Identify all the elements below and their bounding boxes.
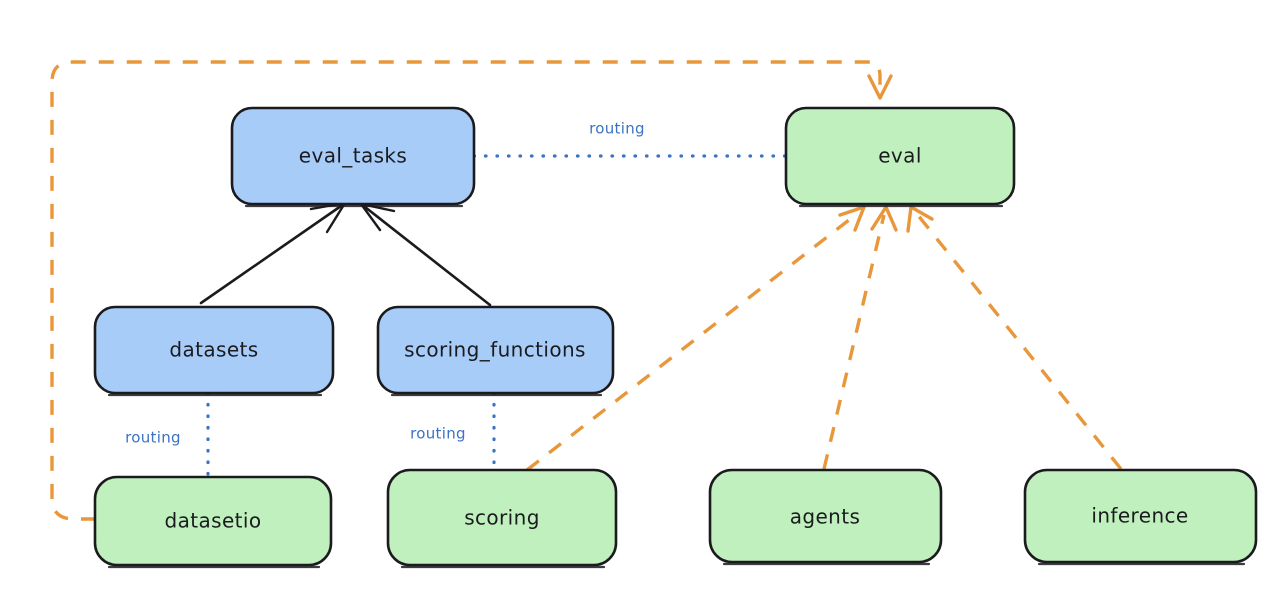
edge-agents-eval-line	[822, 214, 886, 470]
node-scoring_functions[interactable]: scoring_functions	[376, 305, 615, 397]
edge-scoring_functions-eval_tasks	[358, 202, 492, 307]
node-datasets[interactable]: datasets	[93, 305, 335, 397]
node-inference[interactable]: inference	[1023, 468, 1258, 566]
node-datasets-box	[93, 305, 335, 395]
node-agents[interactable]: agents	[708, 468, 943, 566]
routing-edges-group	[206, 154, 788, 479]
node-eval[interactable]: eval	[784, 106, 1016, 208]
nodes-group: eval_tasks eval datasets scoring_functio…	[93, 106, 1258, 569]
node-datasetio[interactable]: datasetio	[93, 475, 333, 569]
node-scoring_functions-label: scoring_functions	[404, 338, 586, 362]
node-eval-label: eval	[878, 144, 922, 168]
node-datasets-label: datasets	[169, 338, 258, 362]
node-inference-label: inference	[1091, 504, 1188, 528]
node-datasetio-box	[93, 475, 333, 567]
node-datasetio-label: datasetio	[164, 509, 261, 533]
node-eval_tasks-box	[230, 106, 476, 206]
node-scoring-box	[386, 468, 618, 567]
edge-datasetio-eval-arrowhead	[867, 74, 893, 100]
node-agents-label: agents	[790, 505, 861, 529]
node-eval-box	[784, 106, 1016, 206]
edge-labels-group: routing routing routing	[125, 120, 645, 447]
edge-datasetio-eval-line	[50, 60, 882, 521]
node-scoring-label: scoring	[464, 506, 540, 530]
node-agents-box	[708, 468, 943, 564]
solid-edges-group	[199, 201, 492, 307]
edge-inference-eval-line	[915, 212, 1123, 471]
edge-scoring_functions-eval_tasks-line	[363, 205, 492, 307]
edge-datasets-eval_tasks	[199, 201, 348, 305]
node-scoring[interactable]: scoring	[386, 468, 618, 569]
edge-agents-eval	[822, 205, 898, 470]
node-eval_tasks[interactable]: eval_tasks	[230, 106, 476, 208]
edge-scoring-eval-line	[525, 211, 860, 472]
node-eval_tasks-label: eval_tasks	[299, 144, 407, 168]
node-inference-box	[1023, 468, 1258, 564]
edge-label-routing-datasets-datasetio: routing	[125, 429, 181, 447]
edge-label-routing-scoring_functions-scoring: routing	[410, 425, 466, 443]
edge-inference-eval	[906, 205, 1123, 471]
edge-datasetio-eval	[50, 60, 893, 521]
edge-scoring-eval-arrowhead	[838, 205, 866, 232]
edge-datasets-eval_tasks-line	[199, 204, 343, 305]
node-scoring_functions-box	[376, 305, 615, 395]
edge-label-routing-eval_tasks-eval: routing	[589, 120, 645, 138]
